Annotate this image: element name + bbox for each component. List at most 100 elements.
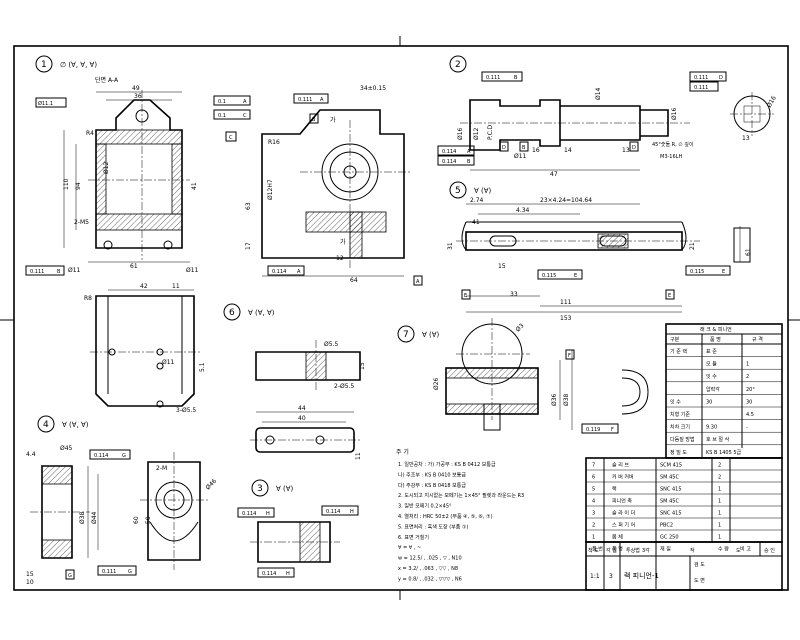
svg-text:B: B (57, 269, 61, 275)
svg-text:품 명: 품 명 (710, 336, 721, 343)
svg-text:규 격: 규 격 (752, 336, 763, 343)
svg-text:A: A (467, 149, 471, 155)
svg-text:31: 31 (447, 242, 454, 250)
svg-text:2-Ø5.5: 2-Ø5.5 (334, 383, 354, 390)
sheet-border (13, 45, 789, 591)
svg-text:7: 7 (403, 330, 409, 340)
svg-text:42: 42 (140, 283, 148, 290)
svg-text:Ø46: Ø46 (204, 478, 218, 492)
svg-text:가: 가 (330, 116, 336, 124)
parts-cell: 5 (592, 487, 595, 493)
svg-text:작: 작 (690, 547, 695, 554)
parts-cell: 1 (718, 523, 721, 529)
svg-text:45°숫돌 R, ∅ 깊이: 45°숫돌 R, ∅ 깊이 (652, 141, 693, 148)
svg-text:H: H (266, 511, 270, 517)
svg-text:40: 40 (298, 415, 306, 422)
svg-text:E: E (574, 273, 577, 279)
note-line: 다) 주강부 : KS B 0418 보통급 (398, 482, 466, 489)
svg-text:B: B (522, 145, 526, 151)
svg-text:2: 2 (455, 60, 461, 70)
note-line: 3. 일반 모떼기 0.2×45° (398, 503, 452, 510)
svg-text:H: H (286, 571, 290, 577)
svg-text:0.119: 0.119 (586, 427, 600, 433)
body-base-hatch (95, 213, 183, 231)
svg-text:5: 5 (455, 186, 461, 196)
svg-text:3-Ø5.5: 3-Ø5.5 (176, 407, 196, 414)
svg-text:0.111: 0.111 (102, 569, 116, 575)
svg-text:Ø3: Ø3 (514, 322, 525, 333)
parts-cell: GC 250 (660, 535, 679, 541)
spec-cell: KS B 1405 5급 (706, 450, 742, 456)
parts-cell: 피니언 축 (612, 498, 632, 505)
svg-text:4.4: 4.4 (26, 451, 36, 458)
svg-text:G: G (68, 573, 72, 579)
svg-text:Ø38: Ø38 (563, 393, 570, 406)
spec-cell: 2 (746, 374, 749, 380)
svg-text:44: 44 (298, 405, 306, 412)
svg-text:C: C (229, 135, 233, 141)
svg-text:14: 14 (564, 147, 572, 154)
svg-text:Ø12: Ø12 (103, 161, 110, 174)
svg-text:구분: 구분 (670, 337, 680, 343)
parts-cell: 7 (592, 463, 595, 469)
svg-text:H: H (350, 509, 354, 515)
svg-text:Ø45: Ø45 (60, 445, 73, 452)
svg-text:47: 47 (550, 171, 558, 178)
parts-cell: 재 질 (660, 546, 671, 553)
svg-text:Ø14: Ø14 (595, 87, 602, 100)
svg-text:2-M5: 2-M5 (74, 219, 89, 226)
svg-text:0.114: 0.114 (442, 149, 456, 155)
svg-text:R8: R8 (84, 295, 92, 302)
svg-text:0.111: 0.111 (30, 269, 44, 275)
body-top-hatch (95, 129, 183, 145)
svg-text:D: D (632, 145, 636, 151)
spec-cell: 1 (746, 362, 749, 368)
svg-text:Ø36: Ø36 (551, 393, 558, 406)
parts-cell: 랙 (612, 486, 617, 493)
svg-text:36: 36 (134, 93, 142, 100)
svg-text:60: 60 (133, 516, 140, 524)
svg-text:0.114: 0.114 (442, 159, 456, 165)
svg-text:F: F (568, 353, 571, 359)
spec-cell: 잇 수 (706, 373, 717, 380)
parts-cell: 2 (592, 523, 595, 529)
drawing-scale: 1:1 (590, 573, 600, 580)
svg-text:도: 도 (736, 548, 741, 554)
svg-text:B: B (467, 159, 471, 165)
svg-text:Ø44: Ø44 (91, 511, 98, 524)
svg-text:5.1: 5.1 (199, 362, 206, 372)
svg-text:Ø16: Ø16 (671, 107, 678, 120)
parts-cell: SM 45C (660, 475, 679, 481)
view-1: 1 ∅ (∀, ∀, ∀) 단면 A-A 49 36 110 94 41 61 … (25, 55, 251, 414)
parts-cell: 1 (718, 535, 721, 541)
parts-cell: 1 (718, 511, 721, 517)
svg-text:63: 63 (245, 202, 252, 210)
svg-text:13: 13 (622, 147, 630, 154)
parts-cell: 2 (718, 463, 721, 469)
svg-text:0.114: 0.114 (94, 453, 108, 459)
view-1-finish: ∅ (∀, ∀, ∀) (60, 61, 97, 69)
parts-cell: SNC 415 (660, 487, 682, 493)
svg-text:41: 41 (472, 219, 480, 226)
note-line: 1. 일반공차 : 가) 가공부 : KS B 0412 보통급 (398, 461, 496, 468)
body-side-outline (261, 109, 405, 259)
parts-cell: 1 (592, 535, 595, 541)
parts-cell: 수 량 (718, 546, 729, 553)
parts-cell: 1 (718, 487, 721, 493)
parts-cell: PBC2 (660, 523, 673, 529)
spec-cell: - (746, 425, 748, 431)
svg-text:64: 64 (350, 277, 358, 284)
svg-text:0.111: 0.111 (694, 75, 708, 81)
svg-text:0.115: 0.115 (690, 269, 704, 275)
svg-text:110: 110 (63, 178, 70, 190)
spec-cell: 치차 크기 (670, 424, 690, 431)
svg-text:0.111: 0.111 (486, 75, 500, 81)
svg-text:A: A (320, 97, 324, 103)
projection-angle: 3 (609, 573, 613, 580)
parts-cell: 6 (592, 475, 595, 481)
body-front-outline (95, 99, 183, 249)
svg-text:0.115: 0.115 (542, 273, 556, 279)
svg-text:0.114: 0.114 (326, 509, 340, 515)
